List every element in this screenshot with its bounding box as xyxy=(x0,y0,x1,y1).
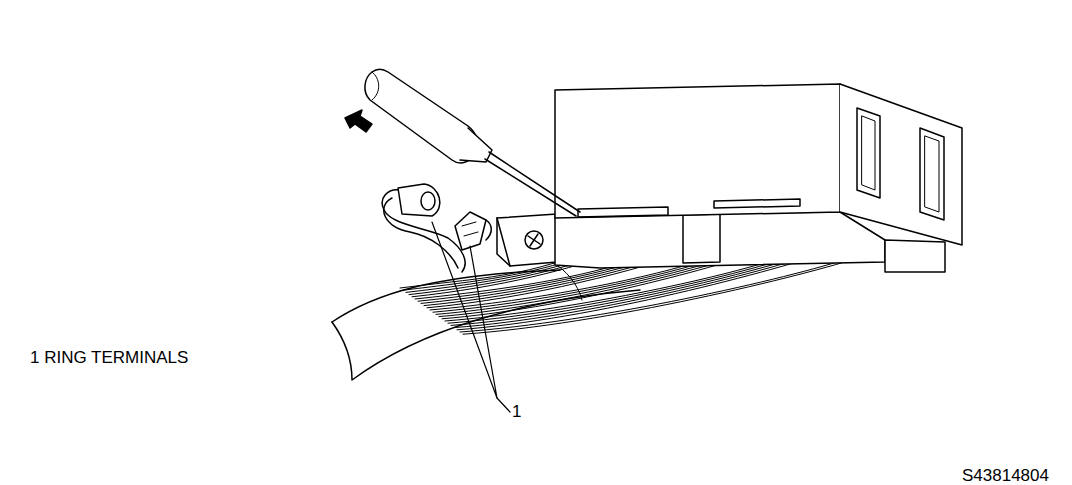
connector-end xyxy=(885,240,945,272)
screwdriver-ferrule xyxy=(460,128,492,162)
module-slot xyxy=(925,136,939,212)
screwdriver-shaft xyxy=(485,152,580,216)
leader-line xyxy=(432,222,497,398)
direction-arrow xyxy=(345,110,372,132)
module-housing xyxy=(840,84,962,245)
mounting-bracket xyxy=(497,218,510,266)
wire-loop xyxy=(382,190,465,272)
wire-loop xyxy=(486,220,491,240)
module-housing xyxy=(555,84,840,218)
ring-terminal xyxy=(398,184,440,216)
ring-terminal xyxy=(455,212,486,250)
module-slot xyxy=(857,108,880,198)
leader-line xyxy=(497,398,510,412)
release-slot xyxy=(578,207,668,217)
harness-wire xyxy=(460,258,850,332)
callout-legend: 1 RING TERMINALS xyxy=(30,349,188,366)
screw xyxy=(528,234,540,246)
ring-terminal-hole xyxy=(421,192,435,210)
connector-latch xyxy=(683,214,720,263)
harness-wire xyxy=(552,262,582,300)
harness-wire xyxy=(463,256,864,334)
screwdriver-handle xyxy=(372,72,379,100)
connector-body xyxy=(555,212,885,268)
callout-number: 1 xyxy=(512,403,521,420)
screw xyxy=(525,231,543,249)
module-slot xyxy=(920,128,944,220)
release-slot xyxy=(714,199,800,208)
figure-code: S43814804 xyxy=(962,467,1049,484)
mounting-bracket xyxy=(497,214,557,266)
screwdriver-handle xyxy=(365,69,478,162)
module-slot xyxy=(862,116,875,190)
ring-terminal xyxy=(462,222,478,236)
